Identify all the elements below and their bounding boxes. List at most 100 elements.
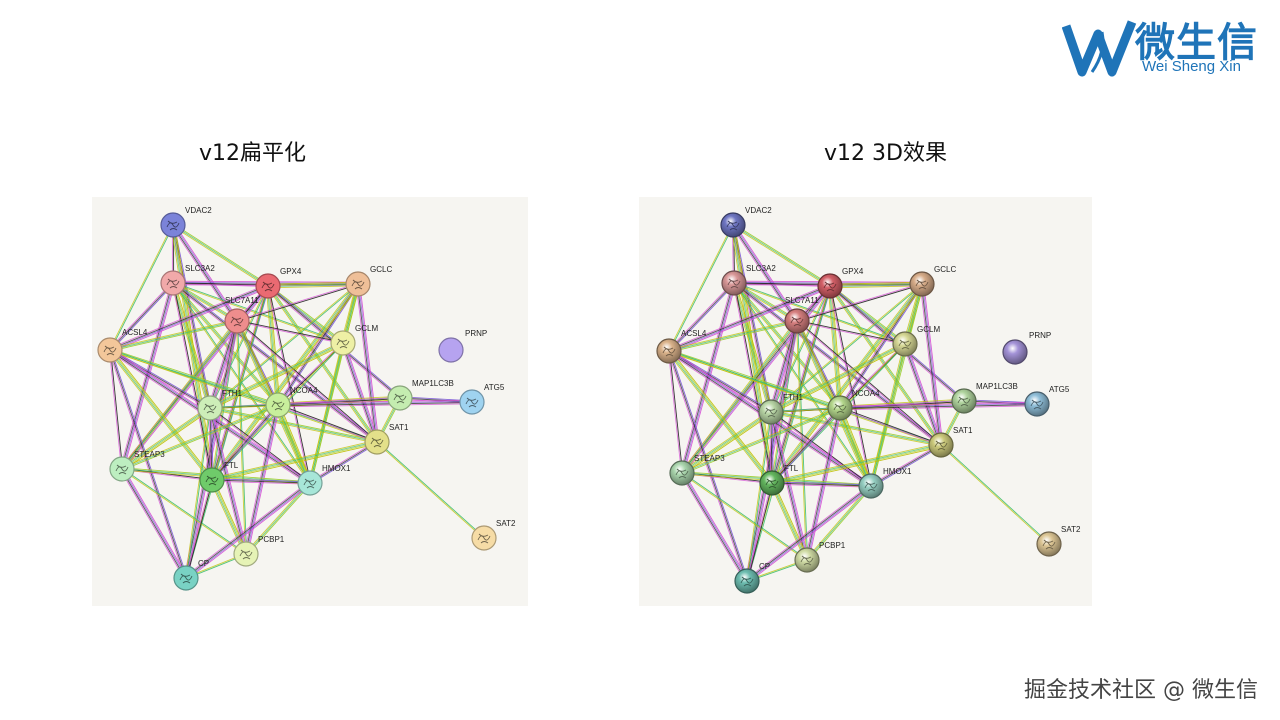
- node-fth1[interactable]: FTH1: [197, 389, 243, 421]
- node-gclc[interactable]: GCLC: [345, 265, 392, 297]
- edge-GPX4-GCLC: [829, 281, 923, 289]
- node-pcbp1[interactable]: PCBP1: [794, 541, 846, 573]
- node-label: SLC3A2: [185, 264, 215, 273]
- edge-FTL-HMOX1: [771, 481, 872, 488]
- node-ncoa4[interactable]: NCOA4: [265, 386, 318, 418]
- node-fth1[interactable]: FTH1: [758, 393, 804, 425]
- node-label: SLC3A2: [746, 264, 776, 273]
- edge-NCOA4-HMOX1: [837, 407, 874, 487]
- protein-structure-icon: [957, 396, 971, 407]
- node-label: HMOX1: [883, 467, 912, 476]
- protein-structure-icon: [166, 220, 180, 231]
- node-atg5[interactable]: ATG5: [1024, 385, 1070, 417]
- logo-text-cn: 微生信: [1135, 20, 1258, 66]
- edge-GCLC-FTH1: [770, 283, 923, 413]
- node-steap3[interactable]: STEAP3: [669, 454, 725, 486]
- edge-GCLC-SAT1: [919, 283, 944, 446]
- node-label: SAT2: [496, 519, 516, 528]
- node-circle: [1002, 339, 1028, 365]
- edge-SAT1-SAT2: [376, 441, 485, 539]
- edge-GCLM-SAT1: [340, 342, 380, 443]
- node-slc7a11[interactable]: SLC7A11: [784, 296, 819, 334]
- node-label: CP: [759, 562, 770, 571]
- edge-FTH1-STEAP3: [120, 406, 212, 471]
- edge-FTH1-CP: [184, 407, 212, 579]
- edge-GPX4-ACSL4: [109, 283, 269, 353]
- protein-structure-icon: [271, 400, 285, 411]
- protein-structure-icon: [726, 220, 740, 231]
- protein-structure-icon: [393, 393, 407, 404]
- node-acsl4[interactable]: ACSL4: [97, 328, 148, 363]
- edge-ACSL4-CP: [108, 349, 188, 579]
- edge-NCOA4-SAT1: [839, 407, 942, 446]
- protein-structure-icon: [115, 464, 129, 475]
- edge-NCOA4-FTL: [770, 406, 842, 485]
- node-gpx4[interactable]: GPX4: [255, 267, 302, 299]
- edge-SLC7A11-GCLM: [236, 319, 344, 345]
- edge-SAT1-HMOX1: [309, 440, 378, 485]
- node-steap3[interactable]: STEAP3: [109, 450, 165, 482]
- node-map1lc3b[interactable]: MAP1LC3B: [387, 379, 454, 411]
- edge-ACSL4-CP: [667, 350, 749, 582]
- node-sat1[interactable]: SAT1: [364, 423, 409, 455]
- edge-GPX4-HMOX1: [266, 285, 312, 484]
- edge-FTL-PCBP1: [209, 479, 249, 555]
- node-atg5[interactable]: ATG5: [459, 383, 505, 415]
- node-gpx4[interactable]: GPX4: [817, 267, 864, 299]
- edges-layer: [667, 223, 1050, 583]
- logo-w-icon: [1062, 20, 1137, 77]
- node-hmox1[interactable]: HMOX1: [858, 467, 912, 499]
- edge-ACSL4-STEAP3: [108, 349, 124, 470]
- edge-GCLC-SLC7A11: [796, 282, 923, 323]
- edge-NCOA4-ATG5: [839, 401, 1038, 411]
- protein-structure-icon: [230, 316, 244, 327]
- node-label: ACSL4: [681, 329, 707, 338]
- node-vdac2[interactable]: VDAC2: [720, 206, 772, 238]
- node-label: FTL: [784, 464, 799, 473]
- node-gclm[interactable]: GCLM: [330, 324, 378, 356]
- edge-VDAC2-ACSL4: [109, 224, 174, 351]
- edge-GCLM-HMOX1: [308, 342, 345, 484]
- node-label: SAT1: [389, 423, 409, 432]
- node-ftl[interactable]: FTL: [199, 461, 239, 493]
- node-prnp[interactable]: PRNP: [438, 329, 487, 363]
- protein-structure-icon: [303, 478, 317, 489]
- node-gclm[interactable]: GCLM: [892, 325, 940, 357]
- protein-structure-icon: [675, 468, 689, 479]
- edge-FTL-CP: [745, 482, 774, 582]
- node-label: MAP1LC3B: [412, 379, 454, 388]
- node-label: SAT2: [1061, 525, 1081, 534]
- node-slc7a11[interactable]: SLC7A11: [224, 296, 259, 334]
- node-slc3a2[interactable]: SLC3A2: [721, 264, 776, 296]
- node-vdac2[interactable]: VDAC2: [160, 206, 212, 238]
- node-label: STEAP3: [134, 450, 165, 459]
- node-hmox1[interactable]: HMOX1: [297, 464, 351, 496]
- edge-GCLC-FTL: [770, 282, 924, 485]
- node-cp[interactable]: CP: [734, 562, 770, 594]
- node-label: NCOA4: [290, 386, 318, 395]
- edge-FTH1-SAT1: [770, 410, 942, 447]
- node-label: GCLM: [917, 325, 940, 334]
- node-sat2[interactable]: SAT2: [471, 519, 516, 551]
- node-sat2[interactable]: SAT2: [1036, 525, 1081, 557]
- node-label: HMOX1: [322, 464, 351, 473]
- node-label: PRNP: [1029, 331, 1051, 340]
- node-acsl4[interactable]: ACSL4: [656, 329, 707, 364]
- protein-structure-icon: [934, 440, 948, 451]
- node-ncoa4[interactable]: NCOA4: [827, 389, 880, 421]
- node-gclc[interactable]: GCLC: [909, 265, 956, 297]
- edge-GCLM-SAT1: [902, 343, 944, 446]
- node-slc3a2[interactable]: SLC3A2: [160, 264, 215, 296]
- node-ftl[interactable]: FTL: [759, 464, 799, 496]
- node-cp[interactable]: CP: [173, 559, 209, 591]
- node-pcbp1[interactable]: PCBP1: [233, 535, 285, 567]
- node-label: SLC7A11: [785, 296, 819, 305]
- edge-GPX4-GCLC: [267, 281, 359, 289]
- protein-structure-icon: [351, 279, 365, 290]
- edge-SLC3A2-ACSL4: [667, 281, 736, 353]
- node-prnp[interactable]: PRNP: [1002, 331, 1051, 365]
- node-sat1[interactable]: SAT1: [928, 426, 973, 458]
- edge-FTL-CP: [184, 479, 214, 579]
- node-map1lc3b[interactable]: MAP1LC3B: [951, 382, 1018, 414]
